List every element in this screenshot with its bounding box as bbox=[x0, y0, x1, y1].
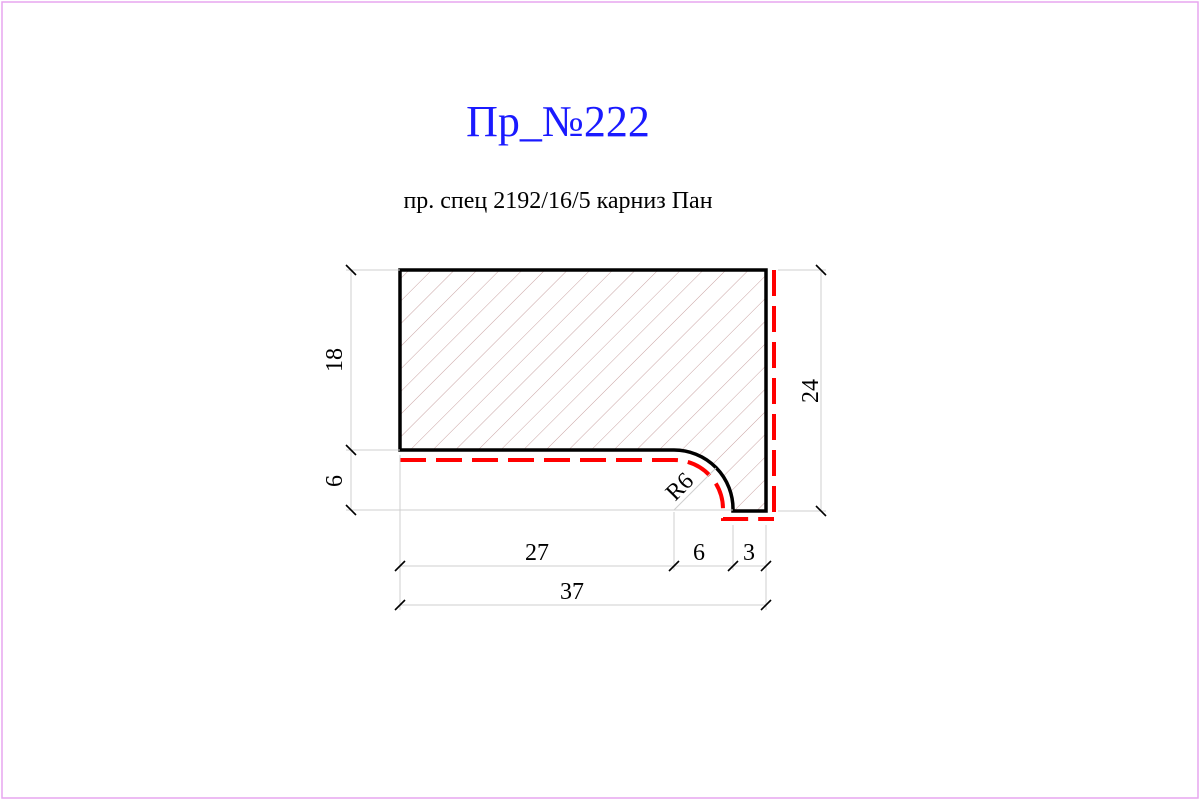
dimension-tick bbox=[394, 599, 406, 611]
dim-width-radius: 6 bbox=[693, 540, 705, 566]
dimension-tick bbox=[345, 264, 357, 276]
drawing-subtitle: пр. спец 2192/16/5 карниз Пан bbox=[403, 188, 712, 214]
dimension-tick bbox=[727, 560, 739, 572]
dim-width-flat: 27 bbox=[525, 540, 549, 566]
dimension-tick bbox=[760, 599, 772, 611]
profile-section bbox=[400, 270, 766, 511]
dimension-tick bbox=[394, 560, 406, 572]
edge-band-bottom bbox=[400, 458, 774, 521]
dim-height-top: 18 bbox=[322, 348, 348, 372]
dimension-tick bbox=[760, 560, 772, 572]
dim-radius: R6 bbox=[661, 468, 699, 506]
drawing-title: Пр_№222 bbox=[466, 97, 650, 146]
dim-width-lip: 3 bbox=[743, 540, 755, 566]
dimension-tick bbox=[668, 560, 680, 572]
radius-leader bbox=[673, 467, 717, 511]
dim-width-total: 37 bbox=[560, 579, 584, 605]
dimension-tick bbox=[815, 505, 827, 517]
dimension-tick bbox=[815, 264, 827, 276]
dimension-tick bbox=[345, 504, 357, 516]
dimension-tick bbox=[345, 444, 357, 456]
dim-height-total: 24 bbox=[798, 379, 824, 403]
dim-height-step: 6 bbox=[322, 475, 348, 487]
